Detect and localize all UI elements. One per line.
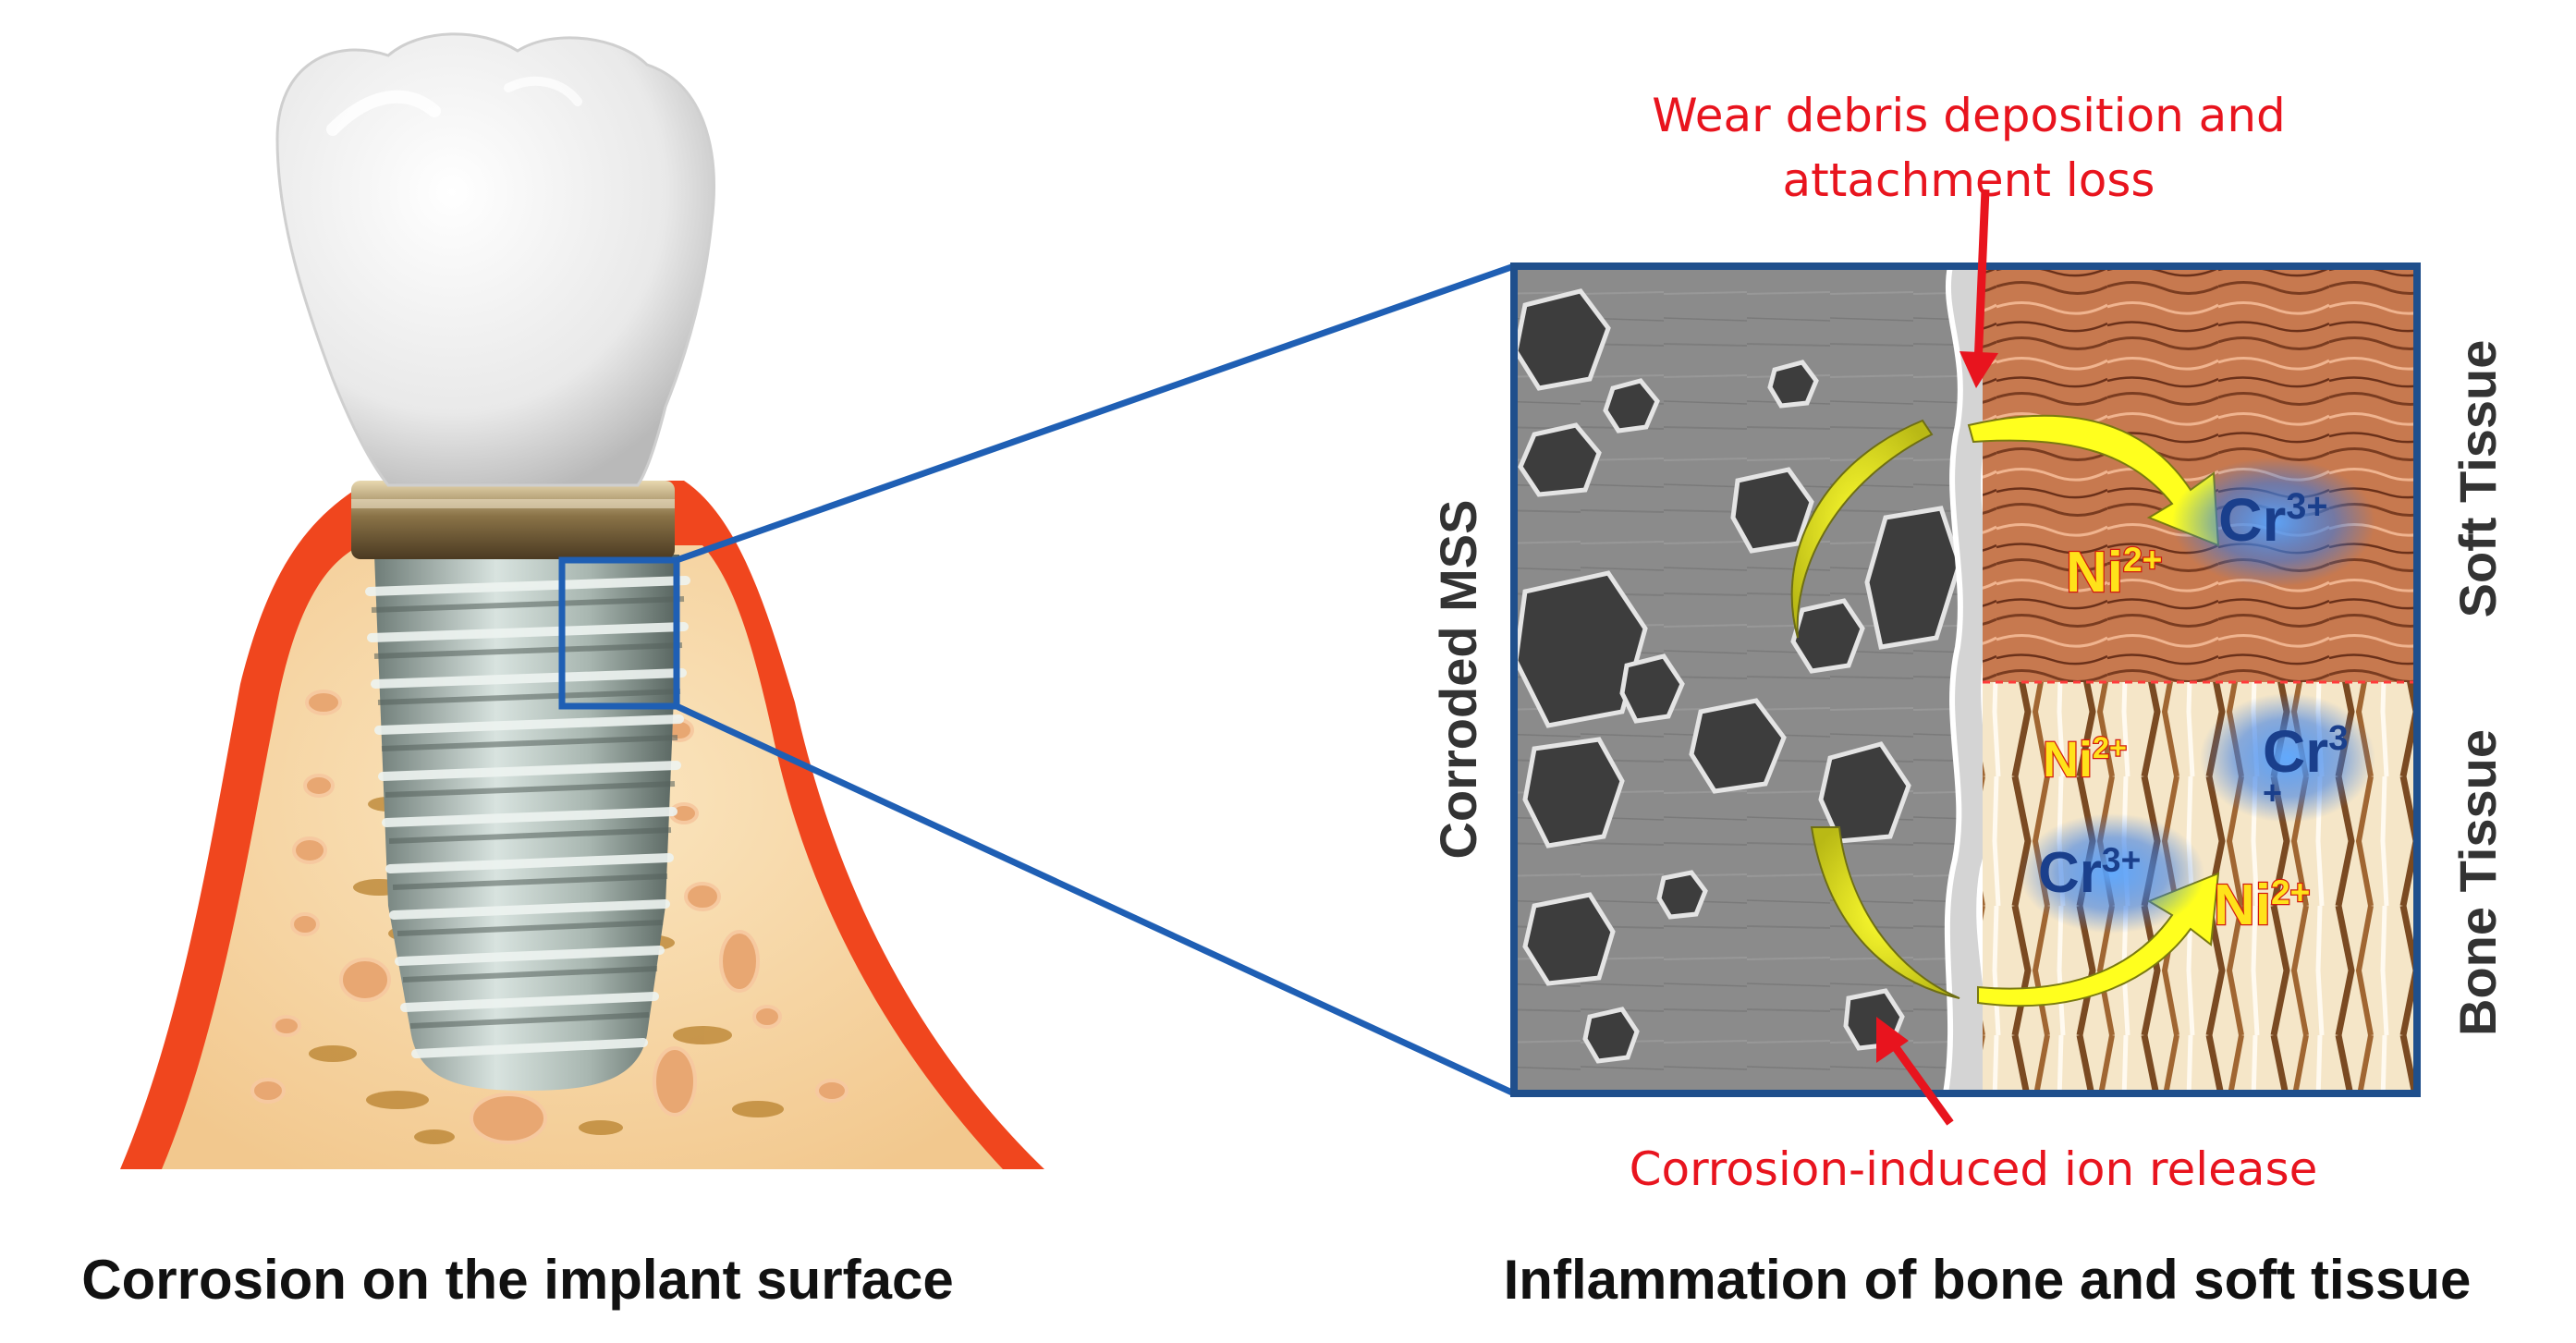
zoom-connector-lines [675,262,1516,1097]
ion-ni-bone-top: Ni2+ [2043,731,2127,787]
corrosion-pits [1514,288,1962,1064]
screw-threads [365,576,690,1058]
implant-collar [351,481,675,559]
annotation-wear-debris-line2: attachment loss [1783,153,2155,207]
ion-cr-soft: Cr3+ [2218,485,2327,554]
annotation-arrows [1876,189,1998,1126]
ion-cr-bone-top-plus: + [2263,774,2282,812]
caption-left: Corrosion on the implant surface [81,1249,953,1311]
release-crescent-lower [1810,826,1960,999]
label-corroded-mss: Corroded MSS [1429,500,1487,860]
soft-tissue-texture [1983,266,2417,682]
magnified-panel [1514,266,2417,1093]
screw-thread-shadows [371,596,685,1029]
ion-cr-bone-mid: Cr3+ [2038,840,2141,905]
ion-ni-soft: Ni2+ [2066,540,2162,604]
magnified-region-box [558,556,680,710]
ion-ni-bone-mid: Ni2+ [2214,873,2310,937]
implant-illustration [120,32,1044,1169]
dental-crown [275,32,715,487]
annotation-wear-debris-line1: Wear debris deposition and [1652,89,2286,142]
label-bone-tissue: Bone Tissue [2448,729,2507,1036]
ion-labels: Ni2+ Cr3+ Ni2+ Cr3 + Cr3+ Ni2+ [2038,485,2348,938]
caption-right: Inflammation of bone and soft tissue [1504,1249,2472,1311]
release-crescent-upper [1790,419,1934,639]
ion-cr-bone-top: Cr3 [2263,718,2348,785]
annotation-corrosion-release: Corrosion-induced ion release [1630,1142,2318,1196]
bone-pores [250,690,848,1144]
magnified-panel-frame [1510,262,2421,1097]
label-soft-tissue: Soft Tissue [2448,340,2507,618]
